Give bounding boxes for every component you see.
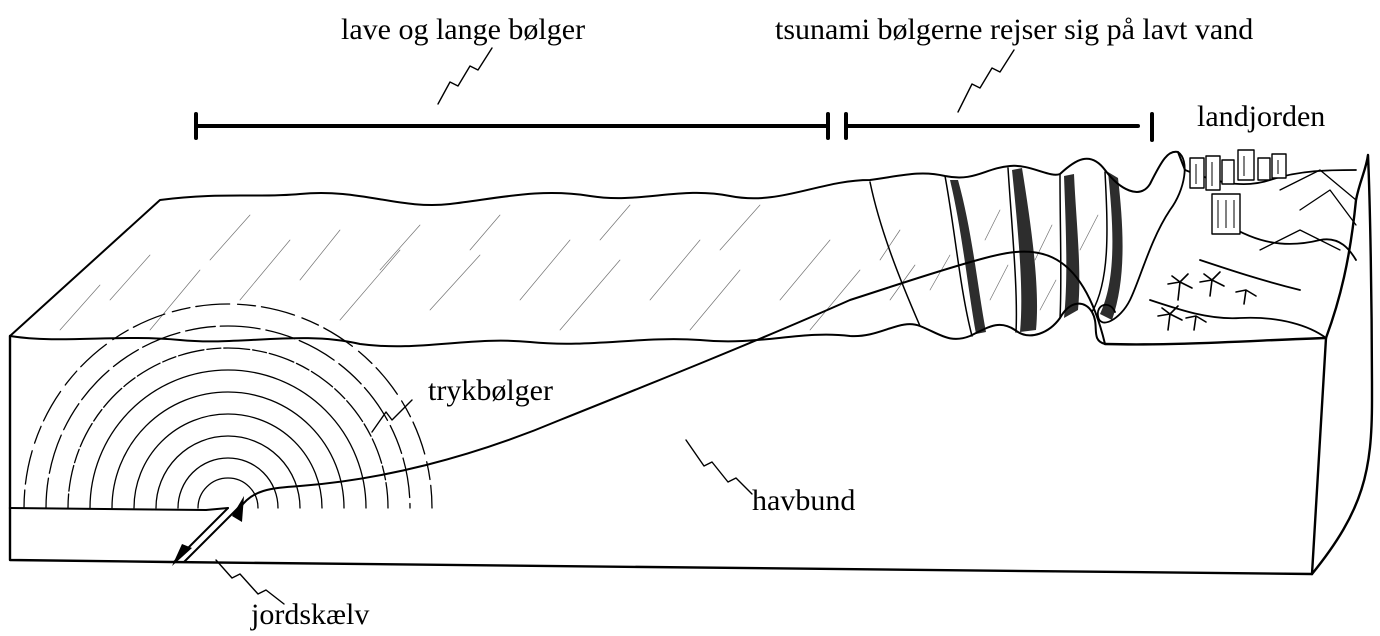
land-outline <box>1150 170 1356 338</box>
leader-tsunami-rise <box>958 50 1014 112</box>
leader-low-long-waves <box>438 48 492 104</box>
hills <box>1260 170 1356 250</box>
fault-arrow-up <box>232 496 244 522</box>
block-right-side <box>1312 155 1372 574</box>
block-front-top-edge <box>1105 338 1326 344</box>
water-front-edge <box>10 304 1105 347</box>
city-buildings <box>1190 150 1286 234</box>
label-seabed: havbund <box>752 484 855 517</box>
wave-shading-dark <box>950 168 1123 334</box>
label-low-long-waves: lave og lange bølger <box>341 13 585 46</box>
label-tsunami-rise: tsunami bølgerne rejser sig på lavt vand <box>775 13 1253 46</box>
water-hatching <box>60 205 1098 330</box>
earth-block <box>10 155 1372 574</box>
fault-arrows <box>172 496 244 566</box>
leader-seabed <box>686 440 752 494</box>
sea-surface <box>10 152 1185 347</box>
landmass <box>1150 150 1356 338</box>
lower-plate-edge <box>10 508 206 510</box>
distance-bars <box>196 114 1152 140</box>
label-earthquake: jordskælv <box>250 598 369 631</box>
block-right-front-edge <box>1312 338 1326 574</box>
label-pressure-waves: trykbølger <box>428 374 553 407</box>
palm-trees <box>1158 272 1256 330</box>
label-land: landjorden <box>1197 100 1325 133</box>
